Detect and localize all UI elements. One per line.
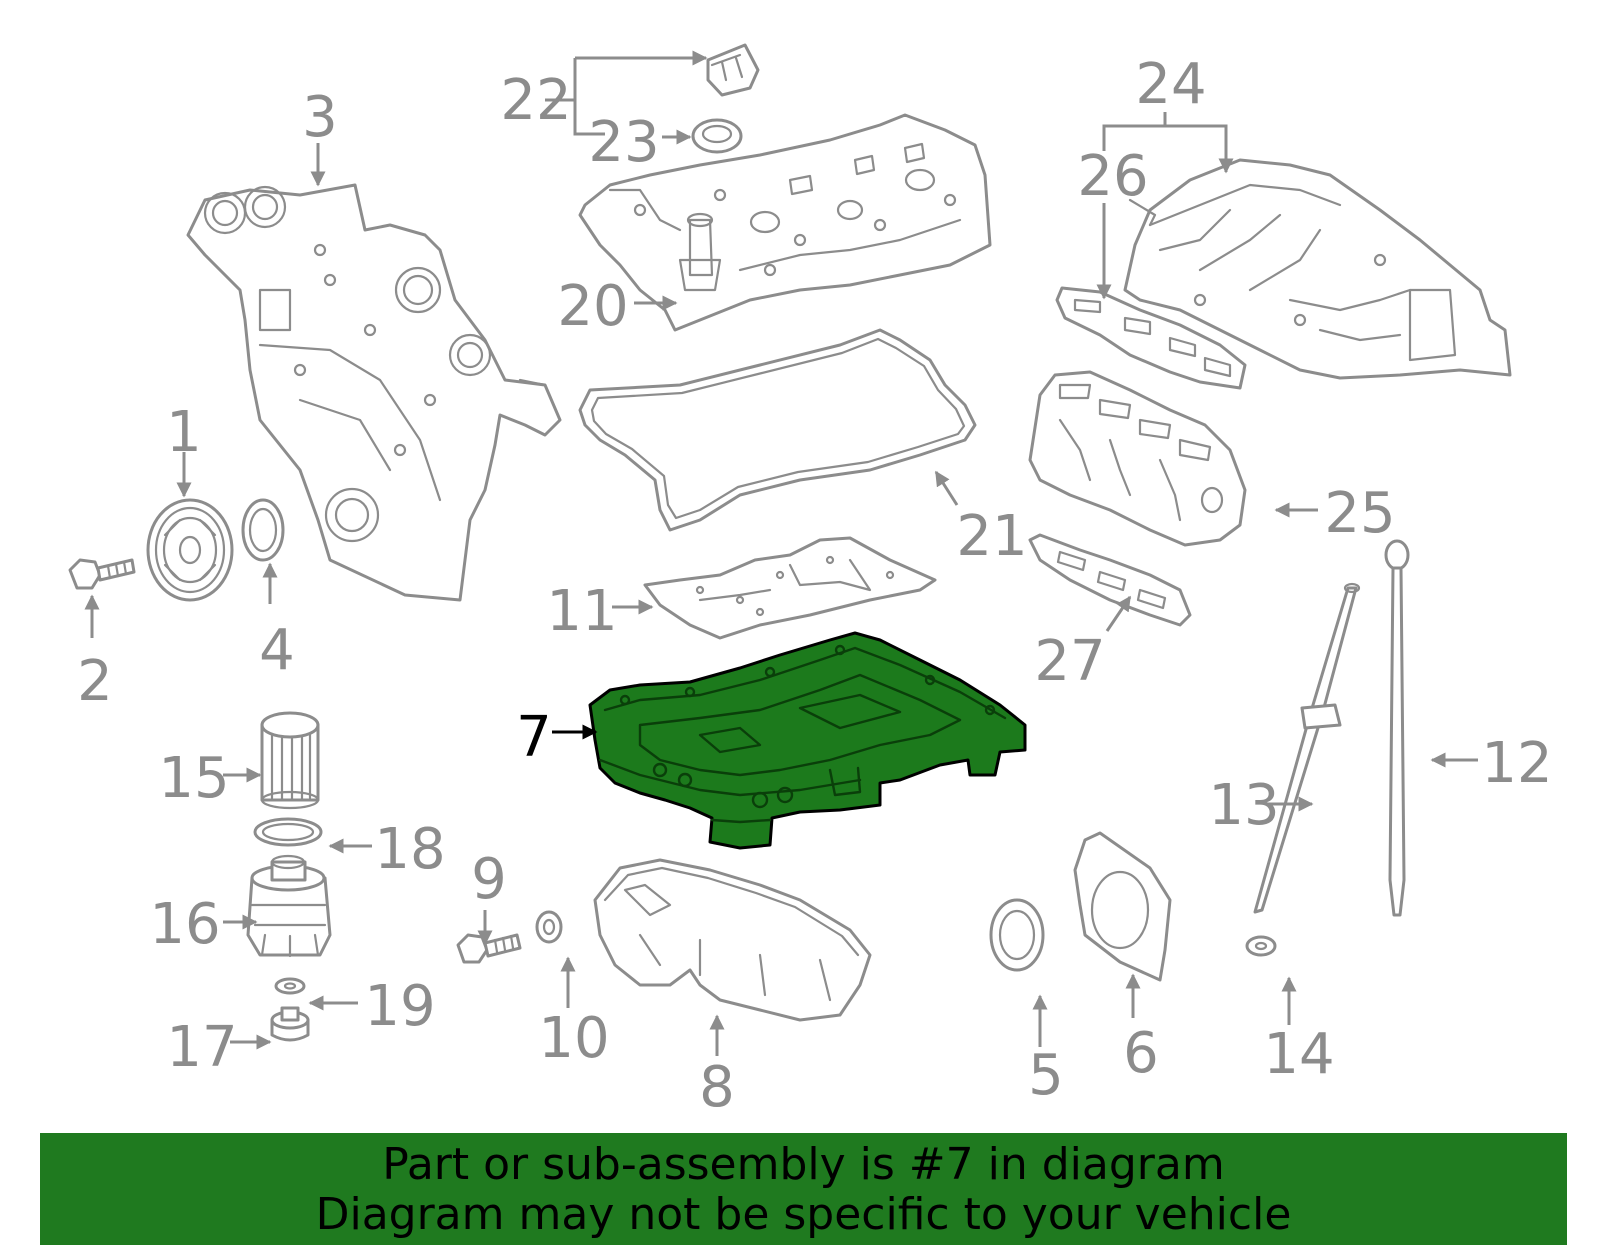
callout-19: 19: [364, 974, 435, 1039]
callout-numbers: 1 2 3 4 5 6 7 8 9 10 11 12 13 14 15 16 1…: [77, 52, 1552, 1120]
part-valve-cover: [578, 113, 992, 332]
callout-8: 8: [699, 1055, 735, 1120]
part-intake-manifold: [1123, 158, 1512, 380]
part-bolt-9: [456, 933, 522, 964]
callout-27: 27: [1034, 629, 1105, 694]
part-washer-14: [1245, 935, 1277, 957]
part-baffle-plate: [643, 536, 937, 640]
part-valve-cover-gasket: [578, 328, 977, 532]
part-filter-oring: [253, 817, 323, 847]
callout-25: 25: [1324, 481, 1395, 546]
part-lower-intake: [1028, 370, 1247, 547]
callout-23: 23: [588, 110, 659, 175]
callout-2: 2: [77, 649, 113, 714]
callout-1: 1: [166, 400, 202, 465]
callout-20: 20: [557, 274, 628, 339]
callout-10: 10: [538, 1006, 609, 1071]
callout-12: 12: [1481, 731, 1552, 796]
part-front-seal: [241, 498, 285, 562]
part-oil-filter: [260, 711, 320, 810]
callout-7: 7: [516, 705, 552, 770]
callout-4: 4: [259, 618, 295, 683]
leader-lines: [84, 50, 1478, 1056]
callout-21: 21: [956, 504, 1027, 569]
part-dipstick-tube: [1253, 582, 1361, 914]
notice-banner: Part or sub-assembly is #7 in diagram Di…: [40, 1133, 1567, 1245]
callout-14: 14: [1263, 1022, 1334, 1087]
callout-17: 17: [166, 1015, 237, 1080]
part-seal-retainer: [1073, 831, 1172, 982]
callout-5: 5: [1028, 1043, 1064, 1108]
callout-22: 22: [500, 68, 571, 133]
part-lower-intake-gasket: [1028, 533, 1192, 627]
callout-16: 16: [149, 892, 220, 957]
part-crank-pulley: [146, 498, 234, 602]
part-filter-cap: [246, 854, 332, 958]
part-upper-oil-pan-highlighted[interactable]: [588, 631, 1027, 850]
callout-26: 26: [1077, 144, 1148, 209]
part-timing-cover: [186, 183, 562, 602]
part-washer-10: [535, 910, 563, 944]
part-drain-plug: [270, 1006, 310, 1042]
callout-9: 9: [471, 847, 507, 912]
callout-15: 15: [158, 746, 229, 811]
banner-line-part-number: Part or sub-assembly is #7 in diagram: [382, 1139, 1225, 1190]
callout-24: 24: [1135, 52, 1206, 117]
callout-6: 6: [1123, 1021, 1159, 1086]
callout-18: 18: [374, 817, 445, 882]
callout-3: 3: [302, 85, 338, 150]
banner-line-disclaimer: Diagram may not be specific to your vehi…: [315, 1189, 1292, 1240]
part-dipstick: [1384, 539, 1410, 917]
part-cap-gasket: [691, 118, 743, 154]
part-oil-filler-cap: [706, 43, 760, 97]
part-washer-19: [274, 977, 306, 995]
part-pulley-bolt: [68, 558, 136, 590]
part-lower-oil-pan: [593, 858, 872, 1022]
callout-13: 13: [1208, 773, 1279, 838]
callout-11: 11: [546, 579, 617, 644]
part-rear-seal: [989, 898, 1045, 972]
